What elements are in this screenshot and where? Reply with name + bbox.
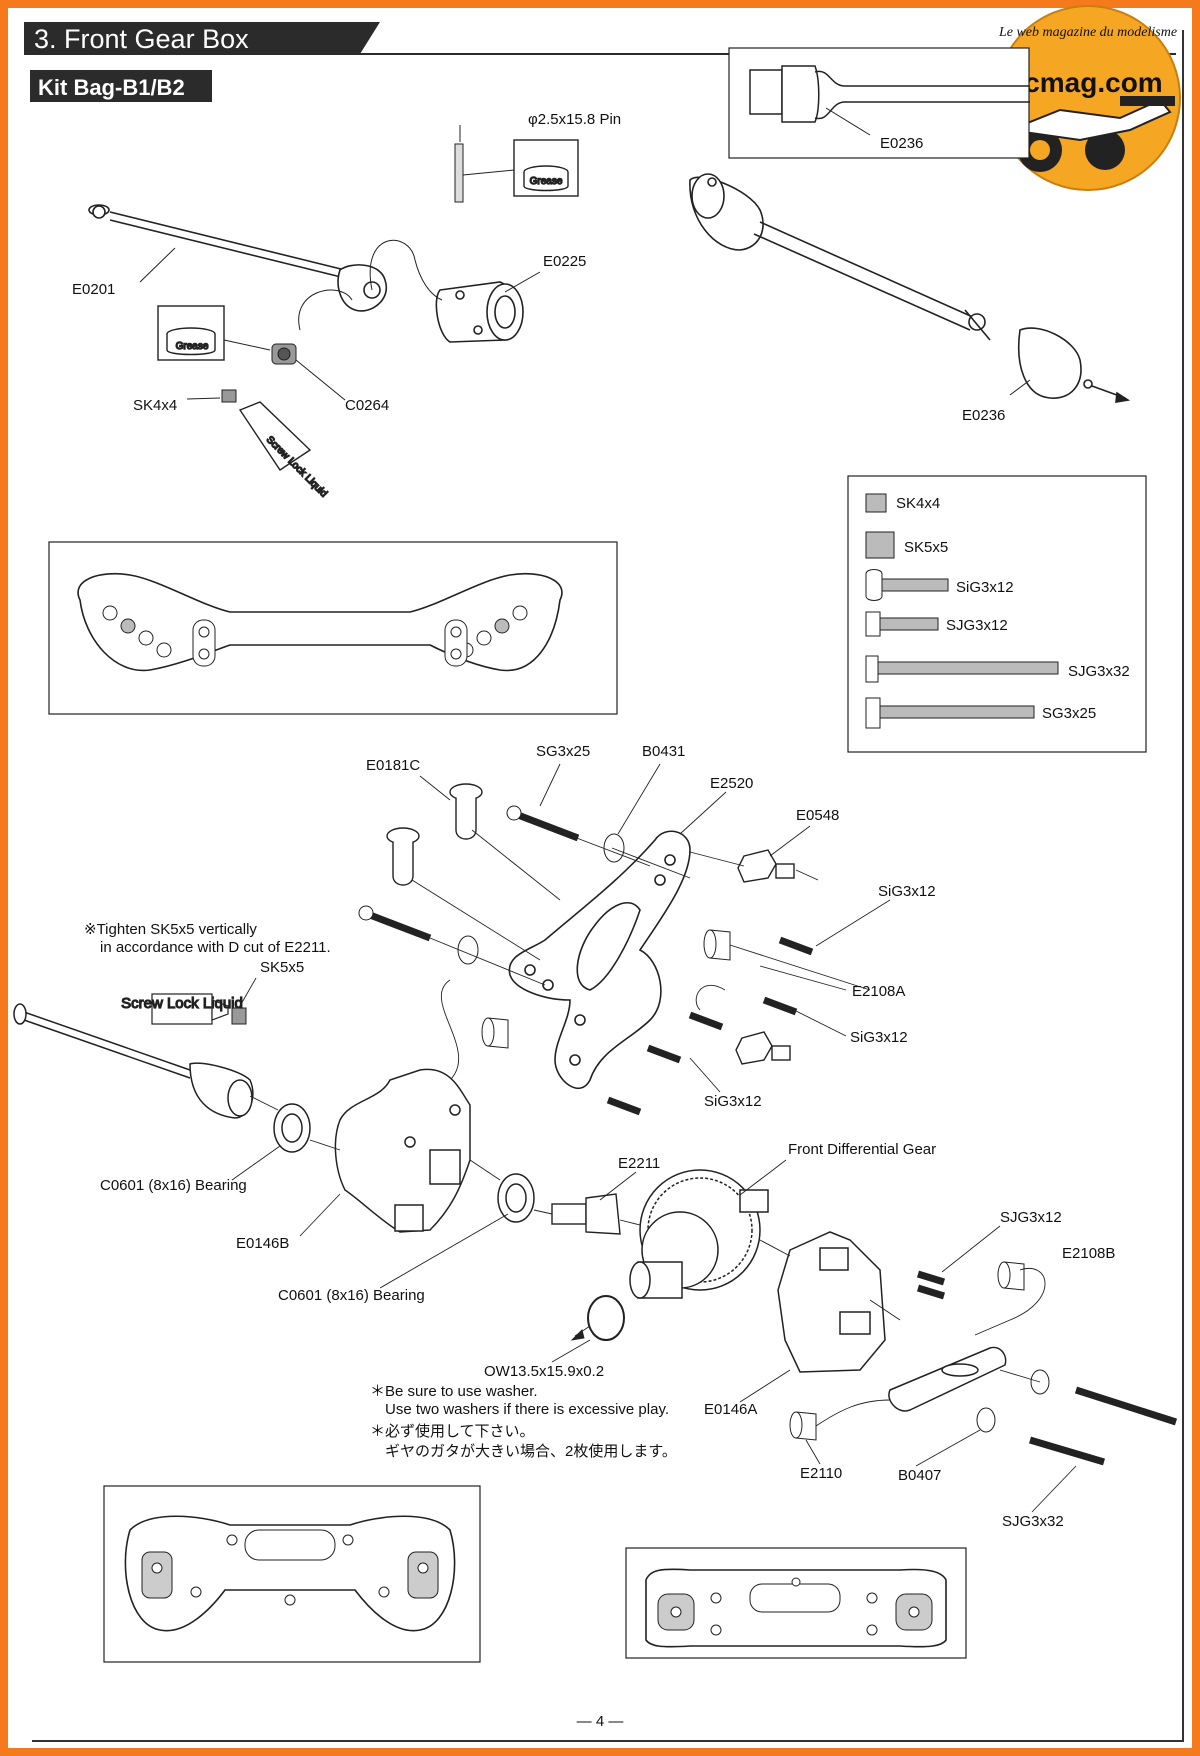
set-screw-sk4x4 [221,389,237,403]
drive-shaft-e0201 [88,204,388,312]
label-e0146a: E0146A [704,1401,757,1418]
label-e0548: E0548 [796,807,839,824]
page-border [32,30,1184,1742]
bushing-e2108a [481,929,731,1049]
cvd-shaft-e0236 [689,173,1131,403]
assembly-lines [411,829,871,1081]
washer-note-en-1: ＊Be sure to use washer. [370,1383,538,1400]
label-e0236-top: E0236 [880,135,923,152]
washer-note-en-2: Use two washers if there is excessive pl… [385,1401,669,1418]
label-sig3x12-a: SiG3x12 [878,883,936,900]
shock-tower-e2520 [508,830,691,1089]
leader-lines-top [139,125,541,401]
washer-ow [587,1295,625,1341]
label-b0407: B0407 [898,1467,941,1484]
legend-sig3x12: SiG3x12 [956,579,1014,596]
small-screws-sig3x12 [606,936,814,1116]
grease-label-left: Grease [176,341,209,352]
screw-lock-bottle-top: Screw Lock Liquid [238,401,330,500]
legend-sk5x5: SK5x5 [904,539,948,556]
label-e0201: E0201 [72,281,115,298]
arm-mount-detail-box [625,1547,967,1659]
suspension-mount-e2110 [888,1346,1007,1412]
watermark-tagline: Le web magazine du modelisme [998,25,1177,40]
section-header: 3. Front Gear Box [24,22,1176,55]
page-number: — 4 — [577,1713,624,1730]
screws-sjg [916,1270,1178,1466]
screw-legend-box: SK4x4 SK5x5 SiG3x12 SJG3x12 SJG3x32 SG3x… [847,475,1147,753]
label-e2211: E2211 [618,1155,660,1172]
ball-end-e0548 [735,849,795,1065]
label-sjg3x32: SJG3x32 [1002,1513,1064,1530]
label-e0146b: E0146B [236,1235,289,1252]
label-e0181c: E0181C [366,757,420,774]
label-sjg3x12: SJG3x12 [1000,1209,1062,1226]
spacer-b0431 [457,833,625,965]
leader-lines-mid [419,763,891,1093]
label-sg3x25: SG3x25 [536,743,590,760]
cvd-detail-box: E0236 [728,47,1030,159]
label-e0236-bottom: E0236 [962,407,1005,424]
shaft-left [13,1003,254,1119]
kit-bag-badge: Kit Bag-B1/B2 [30,70,212,102]
washer-note-jp-1: ＊必ず使用して下さい。 [370,1423,535,1440]
bearing-c0601-a [273,1103,311,1153]
legend-sg3x25: SG3x25 [1042,705,1096,722]
shock-tower-detail-box [48,541,618,715]
bushing-e2108b [789,1261,1025,1441]
gearbox-e0146a [777,1231,886,1373]
legend-sk4x4: SK4x4 [896,495,940,512]
note-tighten-1: ※Tighten SK5x5 vertically [84,921,257,938]
label-pin: φ2.5x15.8 Pin [528,111,621,128]
long-screw-sg3x25 [358,805,580,942]
legend-sjg3x12: SJG3x12 [946,617,1008,634]
set-screw-sk5x5 [231,1007,247,1025]
chassis-brace-detail-box [103,1485,481,1663]
label-c0601-b: C0601 (8x16) Bearing [278,1287,425,1304]
label-c0264: C0264 [345,397,389,414]
label-e2108a: E2108A [852,983,905,1000]
label-e2108b: E2108B [1062,1245,1115,1262]
spacer-b0407 [976,1369,1050,1433]
diff-gear [629,1169,769,1299]
pin [454,143,464,203]
set-screw-c0264 [271,343,297,365]
kit-bag-label: Kit Bag-B1/B2 [38,75,185,100]
bearing-c0601-b [497,1173,535,1223]
gearbox-e0146b [334,1068,471,1233]
label-e2520: E2520 [710,775,753,792]
label-ow: OW13.5x15.9x0.2 [484,1363,604,1380]
screw-lock-bottle-mid: Screw Lock Liquid [121,993,243,1025]
label-e0225: E0225 [543,253,586,270]
grease-label-top: Grease [530,176,563,187]
ball-stud-e0181c [386,783,483,886]
label-b0431: B0431 [642,743,685,760]
label-c0601-a: C0601 (8x16) Bearing [100,1177,247,1194]
lower-lines [249,1095,1046,1427]
label-sk4x4: SK4x4 [133,397,177,414]
label-sk5x5: SK5x5 [260,959,304,976]
watermark-site: rcmag.com [1013,67,1162,98]
leader-lines-lower [231,1145,1077,1513]
label-e2110: E2110 [800,1465,842,1482]
note-tighten-2: in accordance with D cut of E2211. [100,939,331,956]
grease-pot-top: Grease [513,139,579,197]
section-title: 3. Front Gear Box [34,24,249,54]
cup-joint-e0225 [435,281,524,343]
grease-pot-left: Grease [157,305,225,361]
pinion-e2211 [551,1193,621,1235]
screw-lock-label-mid: Screw Lock Liquid [121,995,243,1012]
washer-note-jp-2: ギヤのガタが大きい場合、2枚使用します。 [385,1443,677,1460]
legend-sjg3x32: SJG3x32 [1068,663,1130,680]
label-sig3x12-c: SiG3x12 [704,1093,762,1110]
label-sig3x12-b: SiG3x12 [850,1029,908,1046]
label-front-diff: Front Differential Gear [788,1141,936,1158]
